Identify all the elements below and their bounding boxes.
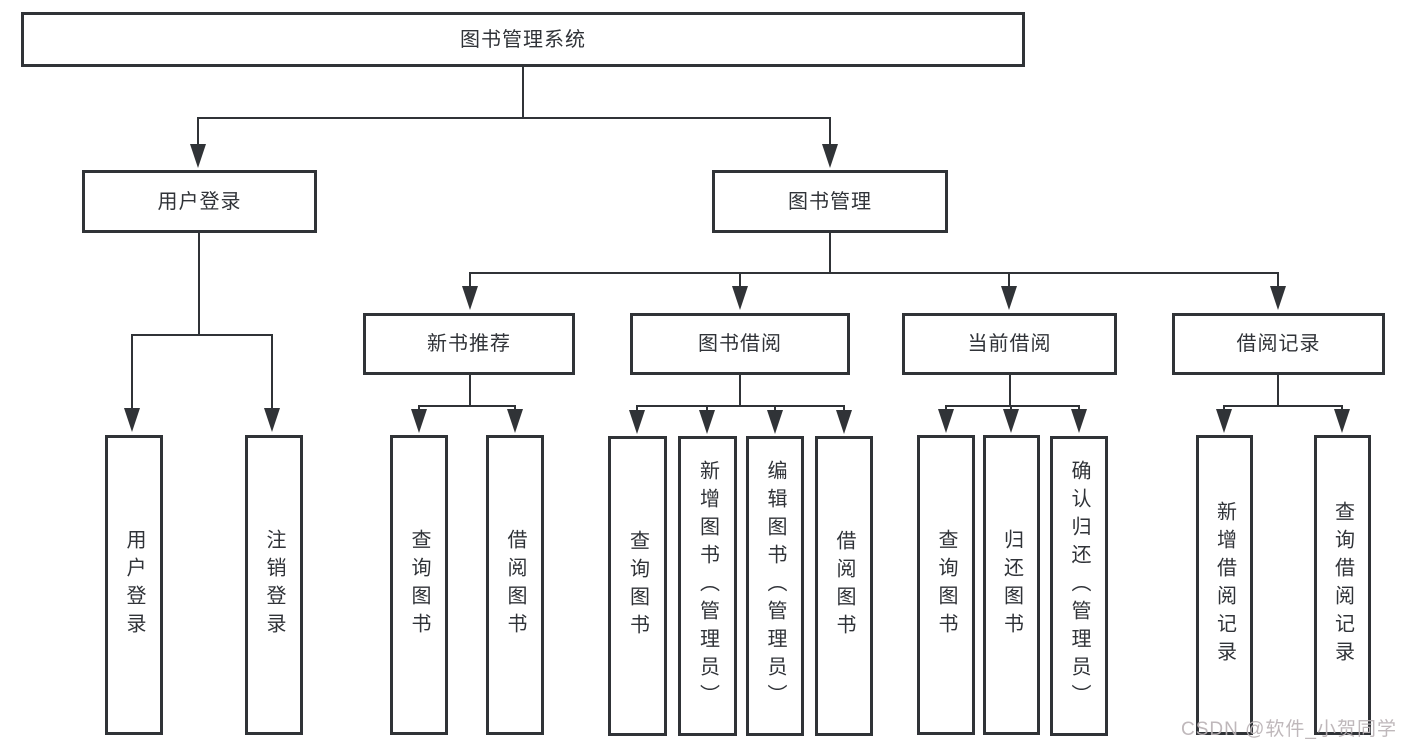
arrowhead-down-icon	[411, 409, 427, 433]
connector-bar-line	[1223, 405, 1343, 407]
node-query-books-borrowing: 查询图书	[608, 436, 667, 736]
node-query-books-recommend: 查询图书	[390, 435, 448, 735]
arrowhead-down-icon	[836, 410, 852, 434]
node-query-books-current: 查询图书	[917, 435, 975, 735]
connector-stub-line	[1009, 375, 1011, 406]
node-label: 归还图书	[1000, 529, 1023, 641]
node-label: 图书管理系统	[460, 28, 586, 51]
arrowhead-down-icon	[767, 410, 783, 434]
connector-bar-line	[469, 272, 1279, 274]
connector-stub-line	[739, 375, 741, 406]
node-return-books: 归还图书	[983, 435, 1040, 735]
node-label: 新书推荐	[427, 333, 511, 355]
connector-drop-line	[131, 334, 133, 412]
node-label: 查询图书	[408, 529, 430, 641]
connector-drop-line	[1277, 272, 1279, 290]
node-book-borrowing: 图书借阅	[630, 313, 850, 375]
node-label: 注销登录	[263, 529, 285, 641]
connector-bar-line	[131, 334, 273, 336]
node-user-login-group: 用户登录	[82, 170, 317, 233]
arrowhead-down-icon	[1071, 409, 1087, 433]
connector-stub-line	[198, 233, 200, 335]
connector-drop-line	[469, 272, 471, 290]
node-label: 用户登录	[123, 529, 145, 641]
node-confirm-return-admin: 确认归还（管理员）	[1050, 436, 1108, 736]
node-logout-leaf: 注销登录	[245, 435, 303, 735]
node-root: 图书管理系统	[21, 12, 1025, 67]
arrowhead-down-icon	[124, 408, 140, 432]
connector-drop-line	[739, 272, 741, 290]
connector-stub-line	[829, 233, 831, 273]
node-borrowing-records: 借阅记录	[1172, 313, 1385, 375]
node-current-borrowing: 当前借阅	[902, 313, 1117, 375]
node-label: 借阅记录	[1236, 333, 1321, 355]
connector-drop-line	[636, 405, 638, 414]
arrowhead-down-icon	[190, 144, 206, 168]
node-label: 图书借阅	[698, 333, 782, 355]
node-book-management: 图书管理	[712, 170, 948, 233]
node-label: 查询借阅记录	[1331, 501, 1354, 669]
arrowhead-down-icon	[1003, 409, 1019, 433]
connector-stub-line	[1277, 375, 1279, 406]
arrowhead-down-icon	[938, 409, 954, 433]
node-edit-books-admin: 编辑图书（管理员）	[746, 436, 804, 736]
node-add-books-admin: 新增图书（管理员）	[678, 436, 737, 736]
node-label: 当前借阅	[967, 333, 1052, 355]
arrowhead-down-icon	[629, 410, 645, 434]
connector-drop-line	[1008, 272, 1010, 290]
node-label: 确认归还（管理员）	[1068, 460, 1090, 712]
connector-bar-line	[418, 405, 516, 407]
connector-drop-line	[706, 405, 708, 414]
arrowhead-down-icon	[1270, 286, 1286, 310]
node-add-borrow-record: 新增借阅记录	[1196, 435, 1253, 735]
node-label: 用户登录	[157, 190, 242, 213]
node-new-book-recommend: 新书推荐	[363, 313, 575, 375]
arrowhead-down-icon	[1216, 409, 1232, 433]
node-label: 新增图书（管理员）	[696, 460, 719, 712]
arrowhead-down-icon	[264, 408, 280, 432]
node-borrow-books-borrowing: 借阅图书	[815, 436, 873, 736]
connector-stub-line	[469, 375, 471, 406]
connector-drop-line	[271, 334, 273, 412]
connector-bar-line	[945, 405, 1080, 407]
arrowhead-down-icon	[1334, 409, 1350, 433]
arrowhead-down-icon	[699, 410, 715, 434]
connector-drop-line	[843, 405, 845, 414]
arrowhead-down-icon	[1001, 286, 1017, 310]
connector-bar-line	[636, 405, 845, 407]
node-label: 借阅图书	[833, 530, 855, 642]
connector-bar-line	[197, 117, 831, 119]
node-borrow-books-recommend: 借阅图书	[486, 435, 544, 735]
connector-drop-line	[197, 117, 199, 148]
arrowhead-down-icon	[462, 286, 478, 310]
node-query-borrow-record: 查询借阅记录	[1314, 435, 1371, 735]
connector-drop-line	[829, 117, 831, 148]
node-label: 新增借阅记录	[1213, 501, 1236, 669]
connector-drop-line	[774, 405, 776, 414]
node-user-login-leaf: 用户登录	[105, 435, 163, 735]
connector-stub-line	[522, 67, 524, 118]
node-label: 借阅图书	[504, 529, 526, 641]
arrowhead-down-icon	[732, 286, 748, 310]
node-label: 查询图书	[626, 530, 649, 642]
node-label: 编辑图书（管理员）	[764, 460, 786, 712]
node-label: 图书管理	[788, 190, 872, 213]
arrowhead-down-icon	[507, 409, 523, 433]
arrowhead-down-icon	[822, 144, 838, 168]
node-label: 查询图书	[935, 529, 957, 641]
